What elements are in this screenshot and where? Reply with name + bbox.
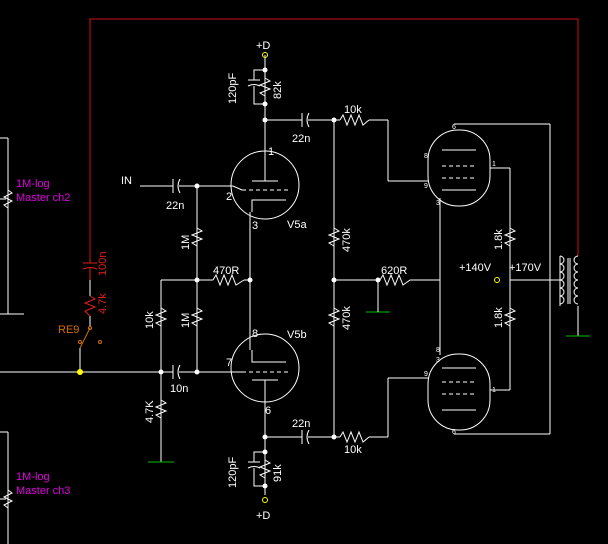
- labels: +D +D IN 120pF 82k 120pF 91k 22n 22n 10k…: [121, 40, 542, 522]
- label-tube-a: V5a: [287, 219, 307, 231]
- label-c-bypass-top: 120pF: [227, 73, 239, 104]
- tube-v5b: [230, 333, 300, 403]
- pb-pin8: 8: [436, 347, 440, 354]
- pb-pin6: 6: [452, 429, 456, 436]
- label-pin-b-plate: 8: [252, 328, 258, 340]
- label-r-1m-bottom: 1M: [180, 313, 192, 328]
- label-pot1-line2: Master ch2: [16, 192, 70, 204]
- r-18k-top: [503, 227, 517, 247]
- label-r-plate-top: 82k: [272, 81, 284, 99]
- power-tube-bottom: [427, 353, 491, 431]
- label-switch: RE9: [58, 324, 79, 336]
- label-pin-b-cathode: 6: [265, 405, 271, 417]
- label-r-620: 620R: [381, 265, 407, 277]
- pb-pin1: 1: [492, 387, 496, 394]
- pt-pin6: 6: [452, 124, 456, 131]
- pt-pin3: 3: [436, 200, 440, 207]
- tube-v5a: [230, 150, 300, 220]
- power-tube-top: [427, 129, 491, 207]
- label-pot1-line1: 1M-log: [16, 178, 50, 190]
- feedback-loop: [89, 18, 579, 258]
- c-bypass-bottom: [247, 451, 265, 487]
- pt-pin8: 8: [424, 153, 428, 160]
- label-c-input: 22n: [166, 200, 184, 212]
- pot-labels: 1M-log Master ch2 1M-log Master ch3: [16, 178, 70, 497]
- capacitors: [172, 69, 310, 487]
- label-v140: +140V: [459, 262, 492, 274]
- label-r-470k-bottom: 470k: [341, 306, 353, 330]
- label-supply-top: +D: [256, 40, 270, 52]
- label-tube-b: V5b: [287, 329, 307, 341]
- r-18k-bottom: [503, 307, 517, 327]
- label-r-plate-bottom: 91k: [272, 464, 284, 482]
- pb-pin9: 9: [424, 371, 428, 378]
- r-470k-bottom: [327, 307, 341, 327]
- r-cathode: [212, 273, 245, 287]
- r-1m-bottom: [190, 307, 204, 327]
- feedback-labels: 100n 4.7k: [97, 252, 109, 314]
- label-pin-b-grid: 7: [226, 357, 232, 369]
- label-c-bypass-bottom: 120pF: [227, 457, 239, 488]
- label-c-couple-bottom: 22n: [292, 418, 310, 430]
- output-transformer: [559, 255, 579, 305]
- label-c-couple-top: 22n: [292, 133, 310, 145]
- r-plate-top: [258, 77, 272, 97]
- grounds: [148, 280, 590, 463]
- label-r-10k-left: 10k: [144, 311, 156, 329]
- label-v170: +170V: [509, 262, 542, 274]
- r-plate-bottom: [258, 459, 272, 479]
- label-fb-res: 4.7k: [97, 293, 109, 314]
- label-r-18k-bottom: 1.8k: [493, 307, 505, 328]
- label-pin-a-cathode: 3: [252, 220, 258, 232]
- c-10n: [172, 364, 181, 380]
- c-couple-top: [301, 112, 310, 128]
- c-input: [172, 178, 181, 194]
- label-c-10n: 10n: [170, 383, 188, 395]
- label-r-18k-top: 1.8k: [493, 229, 505, 250]
- yellow-junction: [77, 369, 83, 375]
- label-r-cathode: 470R: [213, 265, 239, 277]
- supply-terminals: [262, 52, 500, 503]
- c-bypass-top: [247, 69, 265, 105]
- label-pin-a-plate: 1: [268, 146, 274, 158]
- pb-pin3: 3: [436, 357, 440, 364]
- label-input: IN: [121, 175, 132, 187]
- label-r-47k-left: 4.7K: [144, 400, 156, 423]
- power-tube-pins: 6 8 1 9 3 8 3 9 1 6: [424, 124, 496, 436]
- r-620: [379, 273, 411, 287]
- label-r-470k-top: 470k: [341, 228, 353, 252]
- r-470k-top: [327, 227, 341, 247]
- c-couple-bottom: [301, 429, 310, 445]
- r-47k-left: [154, 399, 168, 419]
- pot-ch2: [0, 189, 14, 209]
- fb-res: [83, 295, 97, 317]
- r-grid-top: [339, 113, 370, 127]
- pt-pin9: 9: [424, 183, 428, 190]
- r-1m-top: [190, 227, 204, 247]
- label-r-grid-bottom: 10k: [344, 444, 362, 456]
- label-supply-bottom: +D: [256, 510, 270, 522]
- label-fb-cap: 100n: [97, 252, 109, 276]
- junctions: [158, 67, 381, 489]
- r-10k-left: [154, 307, 168, 327]
- feedback-parts: [82, 258, 98, 317]
- label-pin-a-grid: 2: [226, 191, 232, 203]
- pt-pin1: 1: [492, 161, 496, 168]
- label-r-grid-top: 10k: [344, 104, 362, 116]
- label-r-1m-top: 1M: [180, 235, 192, 250]
- switch-re9: [78, 326, 102, 349]
- label-pot2-line2: Master ch3: [16, 485, 70, 497]
- label-pot2-line1: 1M-log: [16, 471, 50, 483]
- r-grid-bottom: [339, 430, 370, 444]
- pot-ch3: [0, 489, 14, 509]
- feedback-wire: [89, 18, 579, 258]
- fb-cap: [82, 258, 98, 280]
- resistors: [154, 77, 517, 479]
